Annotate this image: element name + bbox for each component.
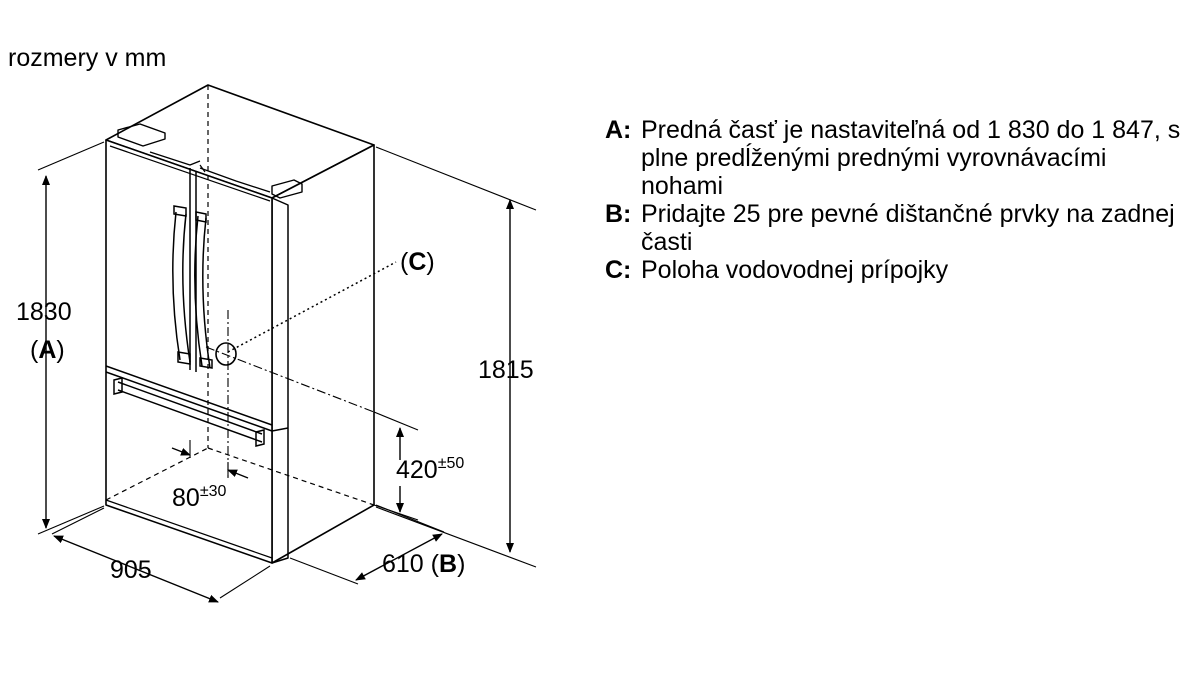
connection-height-label: 420±50 bbox=[396, 455, 464, 484]
connection-reference-label: (C) bbox=[400, 248, 435, 276]
legend-key: C: bbox=[605, 256, 632, 284]
legend-key: B: bbox=[605, 200, 632, 228]
hinge-middle bbox=[149, 151, 271, 193]
legend: A: Predná časť je nastaviteľná od 1 830 … bbox=[605, 116, 1185, 284]
hinge-left bbox=[117, 123, 166, 147]
drawer-bottom-edge bbox=[105, 499, 273, 559]
connection-offset-arrow-right bbox=[227, 469, 249, 479]
drawer-handle bbox=[113, 377, 265, 447]
left-door-handle bbox=[172, 211, 191, 363]
water-connection-horizontal-centerline bbox=[205, 346, 375, 413]
water-connection-leader bbox=[227, 261, 397, 353]
depth-value-label: 610 (B) bbox=[382, 550, 465, 578]
legend-item-c: C: Poloha vodovodnej prípojky bbox=[605, 256, 1185, 284]
units-label: rozmery v mm bbox=[8, 44, 166, 72]
door-top-ridge bbox=[109, 145, 271, 202]
legend-item-b: B: Pridajte 25 pre pevné dištančné prvky… bbox=[605, 200, 1185, 256]
floor-hidden-right bbox=[207, 447, 375, 506]
water-connection-symbol bbox=[215, 342, 237, 366]
width-dimension-line bbox=[53, 535, 219, 603]
width-value: 905 bbox=[110, 556, 152, 584]
water-connection bbox=[205, 261, 397, 478]
depth-height-value: 1815 bbox=[478, 356, 534, 384]
height-reference: (A) bbox=[30, 336, 65, 364]
door-split-line bbox=[189, 168, 197, 372]
legend-text: Predná časť je nastaviteľná od 1 830 do … bbox=[641, 116, 1181, 200]
legend-text: Poloha vodovodnej prípojky bbox=[641, 256, 949, 284]
refrigerator-body bbox=[105, 84, 375, 564]
legend-key: A: bbox=[605, 116, 632, 144]
legend-text: Pridajte 25 pre pevné dištančné prvky na… bbox=[641, 200, 1175, 256]
dimension-lines bbox=[42, 175, 514, 603]
connection-offset-arrow-left bbox=[171, 447, 191, 456]
hidden-edges bbox=[105, 85, 375, 506]
hinge-right bbox=[271, 179, 303, 199]
legend-item-a: A: Predná časť je nastaviteľná od 1 830 … bbox=[605, 116, 1185, 200]
drawer-split-line bbox=[105, 365, 289, 432]
door-edge bbox=[271, 197, 289, 564]
height-value: 1830 bbox=[16, 298, 72, 326]
connection-offset-label: 80±30 bbox=[172, 483, 226, 512]
floor-hidden-left bbox=[105, 447, 209, 501]
depth-dimension-line bbox=[355, 533, 443, 581]
left-door-handle-mount bbox=[173, 205, 191, 365]
